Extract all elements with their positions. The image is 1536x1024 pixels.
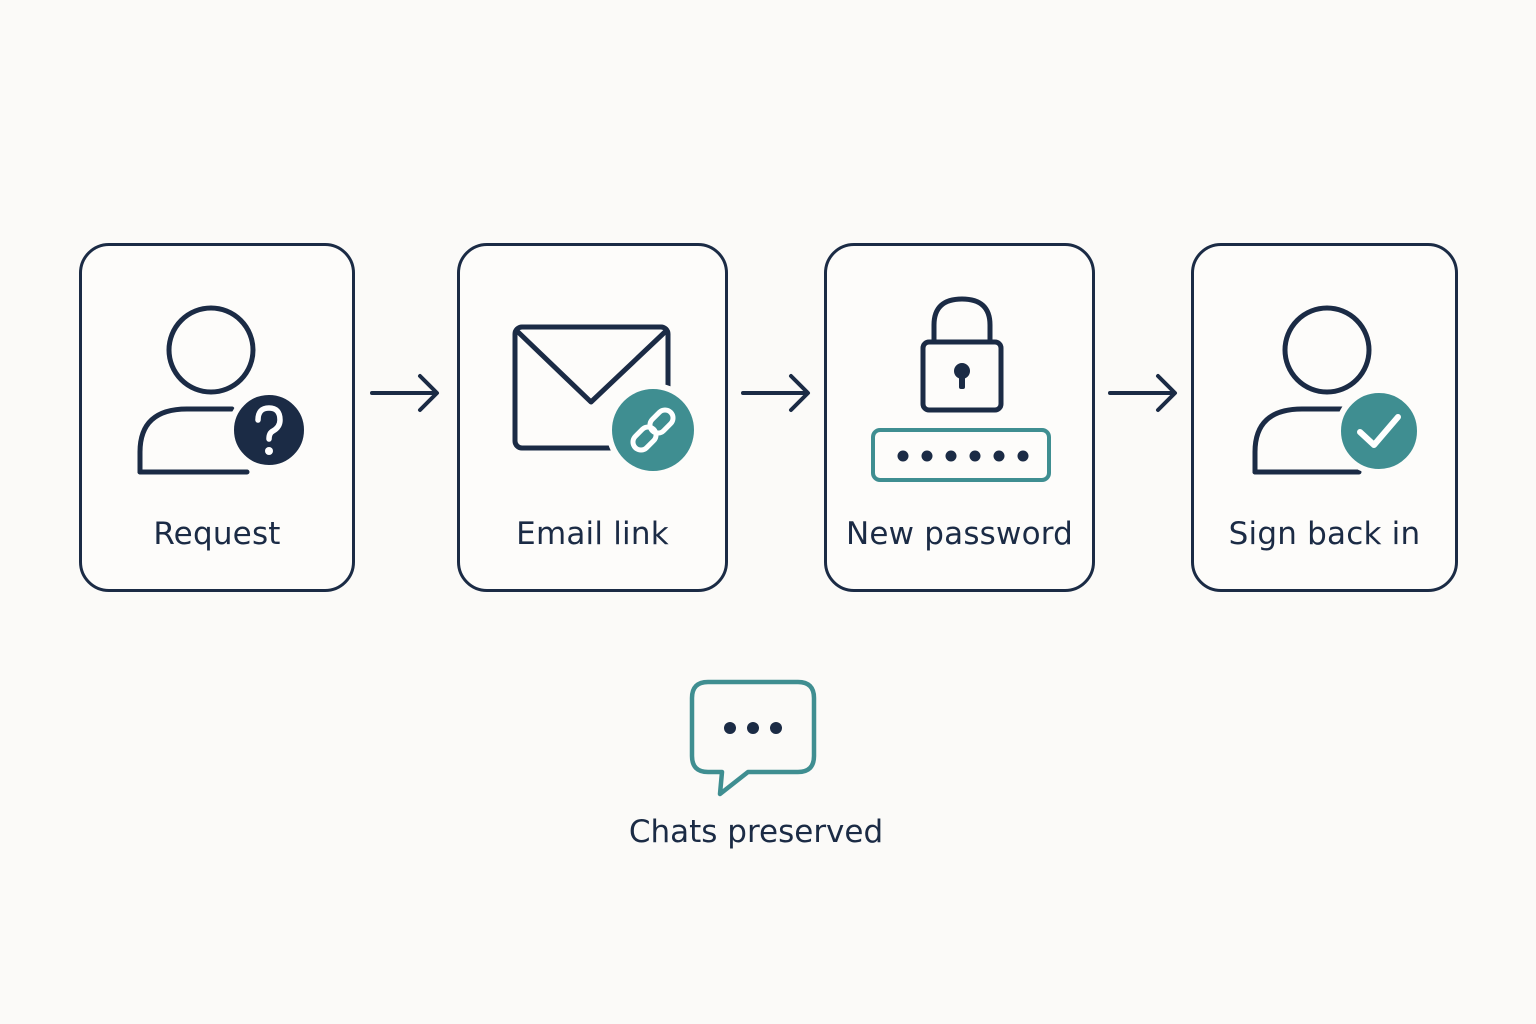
step-card-sign-back-in: Sign back in bbox=[1191, 243, 1458, 592]
lock-password-icon bbox=[871, 296, 1051, 482]
step-card-new-password: New password bbox=[824, 243, 1095, 592]
step-label-request: Request bbox=[153, 516, 281, 552]
step-card-email-link: Email link bbox=[457, 243, 728, 592]
user-check-icon bbox=[1252, 305, 1423, 475]
step-label-sign-back-in: Sign back in bbox=[1228, 516, 1421, 552]
arrow-right-icon bbox=[1108, 374, 1177, 412]
email-link-icon bbox=[512, 324, 700, 477]
chat-bubble-icon bbox=[689, 679, 817, 797]
arrow-right-icon bbox=[741, 374, 810, 412]
chats-preserved-label: Chats preserved bbox=[628, 814, 884, 850]
step-card-request: Request bbox=[79, 243, 355, 592]
step-label-new-password: New password bbox=[845, 516, 1074, 552]
user-question-icon bbox=[137, 305, 310, 475]
arrow-right-icon bbox=[370, 374, 439, 412]
step-label-email-link: Email link bbox=[516, 516, 669, 552]
